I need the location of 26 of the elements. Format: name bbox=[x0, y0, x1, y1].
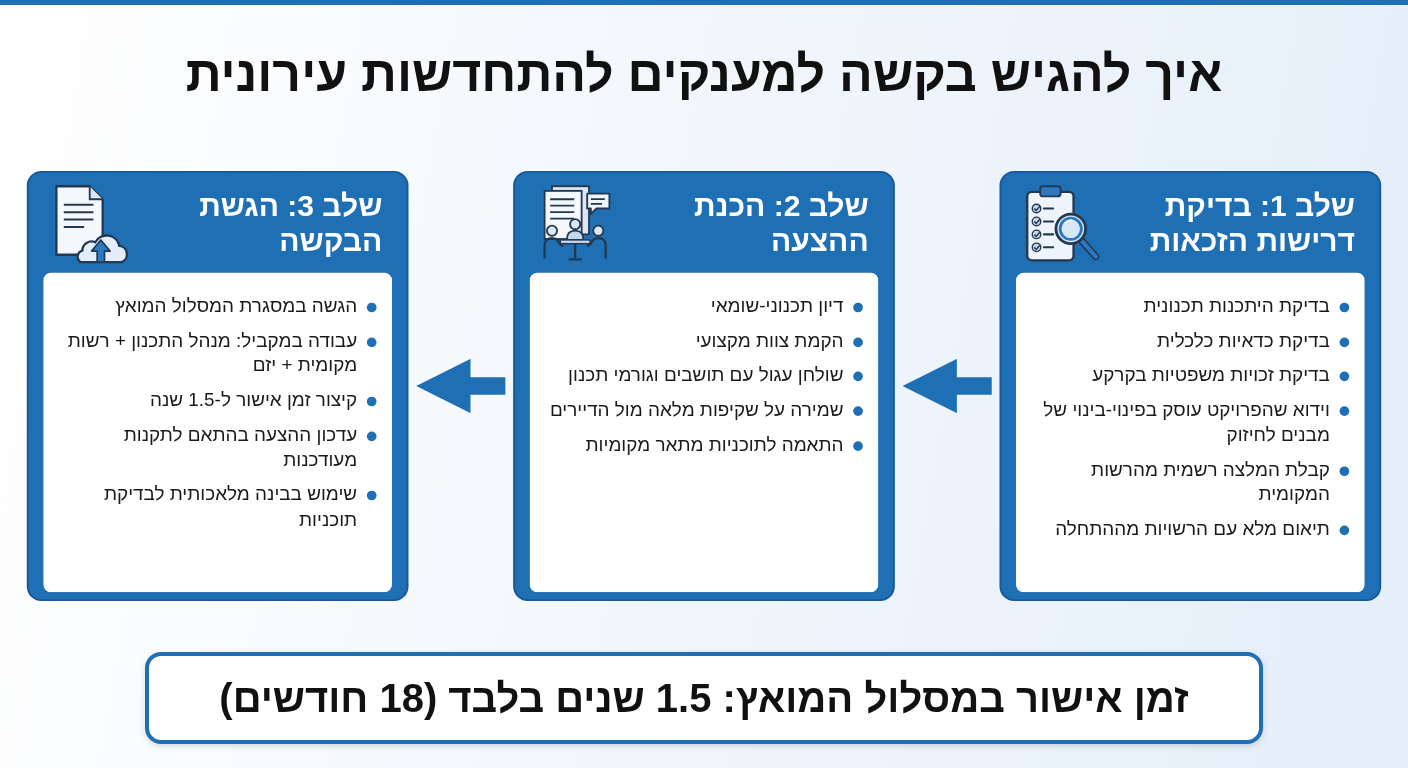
list-item-text: תיאום מלא עם הרשויות מההתחלה bbox=[1055, 516, 1330, 542]
list-item-text: עבודה במקביל: מנהל התכנון + רשות מקומית + יזם bbox=[66, 328, 358, 378]
summary-banner: זמן אישור במסלול המואץ: 1.5 שנים בלבד (18 חודשים) bbox=[145, 652, 1263, 744]
card-heading: שלב 1: בדיקת דרישות הזכאות bbox=[1148, 189, 1356, 259]
list-item-text: בדיקת היתכנות תכנונית bbox=[1143, 293, 1330, 319]
arrow bbox=[902, 358, 992, 414]
step-card bbox=[513, 170, 895, 602]
card-heading: שלב 3: הגשת הבקשה bbox=[198, 189, 383, 259]
step-card bbox=[26, 170, 409, 602]
list-item-text: הקמת צוות מקצועי bbox=[695, 328, 844, 353]
list-item-text: שולחן עגול עם תושבים וגורמי תכנון bbox=[568, 363, 844, 388]
list-item-text: בדיקת כדאיות כלכלית bbox=[1157, 328, 1330, 353]
list-item-text: התאמה לתוכניות מתאר מקומיות bbox=[585, 432, 844, 457]
list-item-text: קיצור זמן אישור ל-1.5 שנה bbox=[149, 388, 358, 413]
diagram-title: איך להגיש בקשה למענקים להתחדשות עירונית bbox=[185, 45, 1223, 104]
arrow bbox=[416, 358, 506, 414]
card-heading: שלב 2: הכנת ההצעה bbox=[692, 189, 869, 259]
list-item-text: הגשה במסגרת המסלול המואץ bbox=[115, 293, 358, 319]
list-item-text: עדכון ההצעה בהתאם לתקנות מעודכנות bbox=[122, 422, 358, 472]
list-item-text: שמירה על שקיפות מלאה מול הדיירים bbox=[549, 397, 844, 423]
list-item-text: בדיקת זכויות משפטיות בקרקע bbox=[1092, 363, 1330, 388]
step-card bbox=[999, 170, 1382, 602]
list-item-text: דיון תכנוני-שומאי bbox=[710, 293, 844, 319]
list-item-text: קבלת המלצה רשמית מהרשות המקומית bbox=[1090, 457, 1330, 507]
list-item-text: שימוש בבינה מלאכותית לבדיקת תוכניות bbox=[102, 482, 358, 532]
list-item-text: וידוא שהפרויקט עוסק בפינוי-בינוי של מבנים לחיזוק bbox=[1042, 397, 1330, 448]
